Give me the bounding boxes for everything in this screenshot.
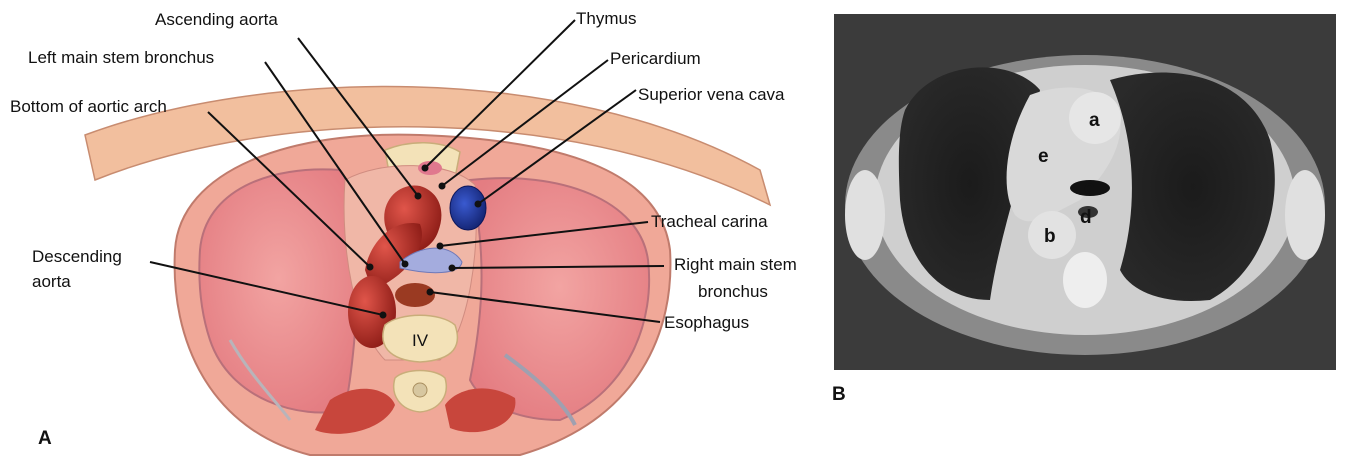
label-superior-vena-cava: Superior vena cava: [638, 85, 785, 104]
ct-label-c: c: [1084, 178, 1095, 199]
label-pericardium: Pericardium: [610, 49, 701, 68]
vertebra-label: IV: [412, 331, 429, 350]
ct-vertebra: [1063, 252, 1107, 308]
superior-vena-cava: [450, 186, 486, 230]
label-thymus: Thymus: [576, 9, 636, 28]
label-bottom-aortic-arch: Bottom of aortic arch: [10, 97, 167, 116]
ct-right-shoulder: [1285, 170, 1325, 260]
ct-label-a: a: [1089, 110, 1100, 131]
label-right-main-stem-bronchus-line2: bronchus: [698, 282, 768, 301]
label-right-main-stem-bronchus-line1: Right main stem: [674, 255, 797, 274]
ct-label-e: e: [1038, 146, 1049, 167]
label-left-main-stem-bronchus: Left main stem bronchus: [28, 48, 214, 67]
label-esophagus: Esophagus: [664, 313, 749, 332]
label-ascending-aorta: Ascending aorta: [155, 10, 278, 29]
spinal-cord: [413, 383, 427, 397]
panel-a-letter: A: [38, 428, 52, 449]
label-descending-aorta-line2: aorta: [32, 272, 71, 291]
label-descending-aorta-line1: Descending: [32, 247, 122, 266]
ct-left-shoulder: [845, 170, 885, 260]
ct-label-b: b: [1044, 226, 1056, 247]
label-tracheal-carina: Tracheal carina: [651, 212, 768, 231]
ct-label-d: d: [1080, 207, 1092, 228]
panel-b-letter: B: [832, 384, 846, 405]
panel-b-ct-scan: a b c d e B: [832, 14, 1336, 405]
panel-a-illustration: IV Ascending aorta Left main stem bronch…: [10, 9, 797, 455]
